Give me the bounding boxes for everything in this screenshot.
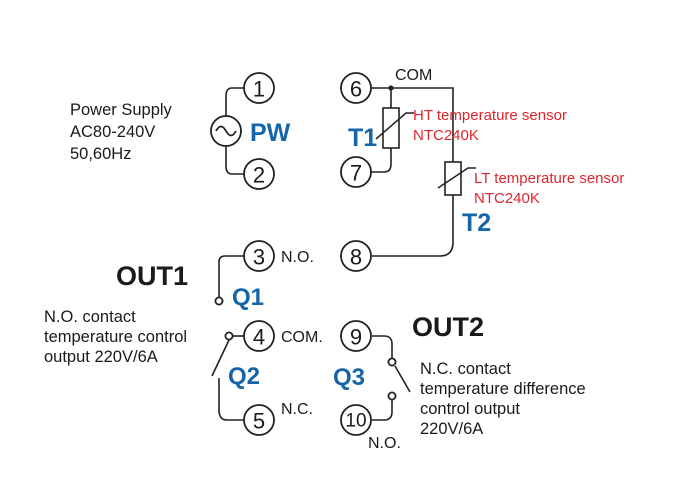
out1-desc-line2: temperature control xyxy=(44,328,187,346)
terminal-1: 1 xyxy=(243,72,275,104)
power-voltage-label: AC80-240V xyxy=(70,123,155,141)
terminal-3-number: 3 xyxy=(253,245,265,270)
com-junction-dot xyxy=(388,85,394,91)
terminal-4-number: 4 xyxy=(253,325,265,350)
terminal-6: 6 xyxy=(340,72,372,104)
out2-desc-line3: control output xyxy=(420,400,520,418)
ac-source-icon xyxy=(210,115,242,147)
terminal-5: 5 xyxy=(243,404,275,436)
wire-com-bus xyxy=(370,87,454,162)
wire-ac-2 xyxy=(225,146,245,175)
terminal-2: 2 xyxy=(243,158,275,190)
terminal-7-number: 7 xyxy=(350,161,362,186)
q3-contact-bottom xyxy=(387,391,397,401)
wire-1-ac xyxy=(225,87,245,116)
wiring xyxy=(211,85,454,421)
wire-3-q1 xyxy=(218,255,244,297)
terminal-7: 7 xyxy=(340,156,372,188)
t2-sensor-model: NTC240K xyxy=(474,190,540,207)
terminal-8: 8 xyxy=(340,240,372,272)
out2-no-label: N.O. xyxy=(368,435,401,452)
q3-contact-top xyxy=(387,357,397,367)
terminal-4: 4 xyxy=(243,320,275,352)
t1-tag: T1 xyxy=(348,124,377,152)
terminal-9: 9 xyxy=(340,320,372,352)
wire-t2-8 xyxy=(372,195,454,257)
out1-com-label: COM. xyxy=(281,329,323,346)
out2-desc-line1: N.C. contact xyxy=(420,360,511,378)
com-label: COM xyxy=(395,67,432,84)
pw-tag: PW xyxy=(250,119,291,147)
terminal-10-number: 10 xyxy=(345,411,366,432)
terminal-1-number: 1 xyxy=(253,77,265,102)
out2-desc-line2: temperature difference xyxy=(420,380,586,398)
wire-q2-5 xyxy=(218,378,245,421)
t1-thermistor-icon xyxy=(375,107,414,149)
power-frequency-label: 50,60Hz xyxy=(70,145,131,163)
out1-desc-line1: N.O. contact xyxy=(44,308,136,326)
terminal-3: 3 xyxy=(243,240,275,272)
t1-sensor-name: HT temperature sensor xyxy=(413,107,567,124)
q2-pivot xyxy=(224,331,234,341)
out2-desc-line4: 220V/6A xyxy=(420,420,483,438)
terminal-6-number: 6 xyxy=(350,77,362,102)
power-supply-label: Power Supply xyxy=(70,101,173,119)
terminal-10: 10 xyxy=(340,404,372,436)
t1-sensor-model: NTC240K xyxy=(413,127,479,144)
t2-sensor-name: LT temperature sensor xyxy=(474,170,624,187)
out1-nc-label: N.C. xyxy=(281,401,313,418)
terminal-8-number: 8 xyxy=(350,245,362,270)
out1-no-label: N.O. xyxy=(281,249,314,266)
t2-thermistor-icon xyxy=(437,161,476,196)
q2-blade xyxy=(211,339,230,377)
out1-desc-line3: output 220V/6A xyxy=(44,348,158,366)
terminal-5-number: 5 xyxy=(253,409,265,434)
terminal-2-number: 2 xyxy=(253,163,265,188)
q1-tag: Q1 xyxy=(232,284,264,311)
wire-q3-10 xyxy=(372,397,393,421)
terminal-9-number: 9 xyxy=(350,325,362,350)
wire-9-q3 xyxy=(372,335,393,358)
out2-title: OUT2 xyxy=(412,312,484,342)
q1-contact xyxy=(214,296,224,306)
out1-title: OUT1 xyxy=(116,261,188,291)
q3-tag: Q3 xyxy=(333,364,365,391)
q2-tag: Q2 xyxy=(228,363,260,390)
t2-tag: T2 xyxy=(462,209,491,237)
wire-t1-7 xyxy=(371,148,392,173)
q3-blade xyxy=(394,365,411,393)
